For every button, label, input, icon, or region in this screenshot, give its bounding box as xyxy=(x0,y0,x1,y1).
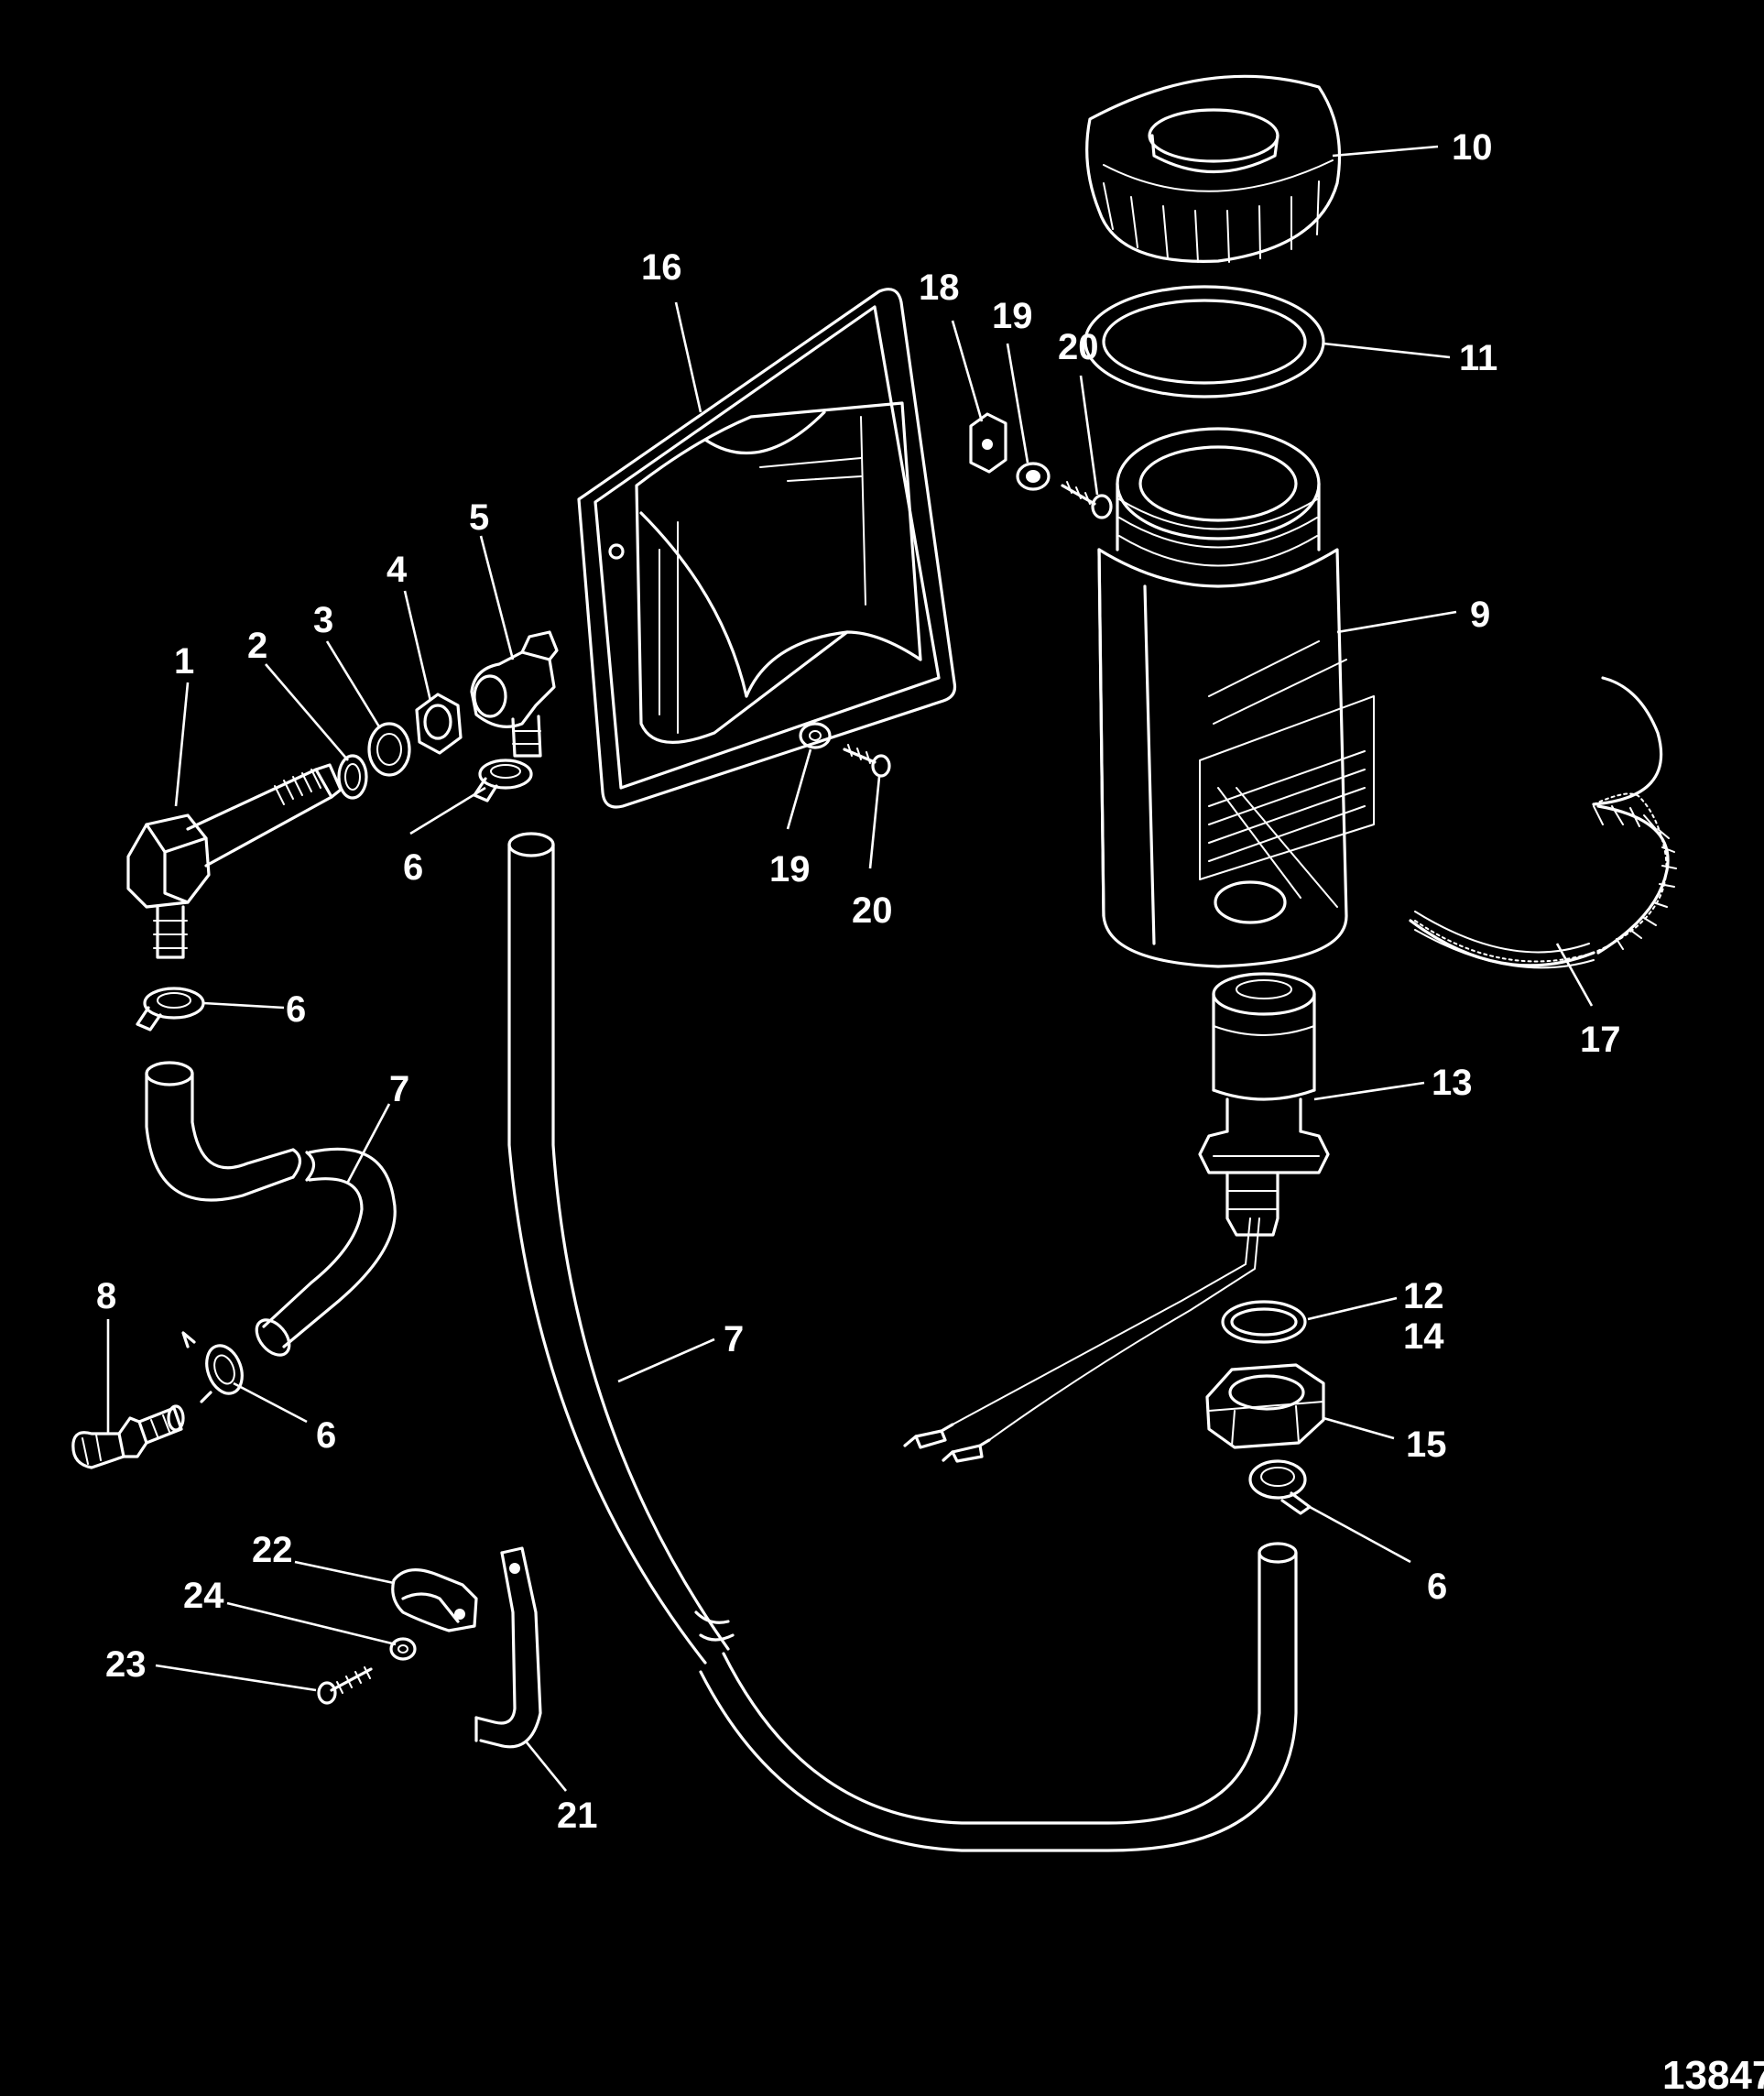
callout-6-right: 6 xyxy=(1427,1567,1447,1607)
hose-barb-fitting xyxy=(71,1404,185,1469)
callout-15: 15 xyxy=(1406,1425,1447,1465)
callout-6-upper: 6 xyxy=(403,847,423,888)
hose-clamp-lower-left xyxy=(181,1331,244,1403)
clamp-strap xyxy=(391,1568,478,1632)
callout-5: 5 xyxy=(469,497,489,538)
callout-12: 12 xyxy=(1403,1276,1444,1316)
callout-7-center: 7 xyxy=(724,1319,744,1359)
washer-2 xyxy=(337,754,368,800)
nut-4 xyxy=(415,693,463,755)
figure-number: 13847 xyxy=(1662,2053,1764,2096)
elbow-barb xyxy=(470,630,559,758)
screw-lower xyxy=(843,744,891,778)
nut-clip xyxy=(969,412,1007,474)
callout-20-upper: 20 xyxy=(1058,327,1099,367)
callout-13: 13 xyxy=(1432,1063,1473,1103)
callout-6-left: 6 xyxy=(286,989,306,1030)
callout-24: 24 xyxy=(183,1576,224,1616)
callout-6-lower-left: 6 xyxy=(316,1415,336,1456)
hose-clamp-left xyxy=(136,987,205,1032)
callout-17: 17 xyxy=(1580,1020,1621,1060)
hose-right-end xyxy=(699,1542,1298,1852)
callout-8: 8 xyxy=(96,1276,116,1316)
mounting-bracket xyxy=(577,288,957,809)
callout-10: 10 xyxy=(1452,127,1493,168)
hose-clamp-upper xyxy=(473,759,533,802)
elbow-fitting xyxy=(126,763,343,959)
callout-4: 4 xyxy=(387,550,408,590)
washer-24 xyxy=(389,1637,417,1661)
callout-19-upper: 19 xyxy=(992,296,1033,336)
reservoir-cap xyxy=(1085,74,1342,263)
j-clip xyxy=(474,1546,542,1749)
reservoir-bottle xyxy=(1097,427,1375,968)
coiled-spring-tube xyxy=(1409,676,1677,969)
callout-22: 22 xyxy=(252,1530,293,1570)
callout-18: 18 xyxy=(919,267,960,308)
hex-nut xyxy=(1205,1363,1325,1449)
level-switch xyxy=(903,972,1330,1463)
callout-3: 3 xyxy=(313,600,333,640)
callout-16: 16 xyxy=(641,247,682,288)
callout-2: 2 xyxy=(247,626,267,666)
callout-11: 11 xyxy=(1459,338,1497,378)
cap-seal xyxy=(1083,285,1325,398)
callout-1: 1 xyxy=(174,641,194,682)
callout-21: 21 xyxy=(557,1796,598,1836)
callout-20-lower: 20 xyxy=(852,890,893,931)
callout-23: 23 xyxy=(105,1644,147,1685)
callout-7-left: 7 xyxy=(389,1069,409,1109)
callout-14: 14 xyxy=(1403,1316,1444,1357)
washer-3 xyxy=(367,722,411,777)
long-hose xyxy=(507,832,735,1665)
o-ring xyxy=(1221,1300,1307,1344)
callout-numbers: 10 11 9 17 13 12 14 15 6 16 18 19 20 19 … xyxy=(96,127,1621,1836)
curved-hose xyxy=(145,1061,397,1357)
screw-23 xyxy=(317,1666,373,1705)
leader-lines xyxy=(106,145,1594,1792)
washer-lower xyxy=(799,722,832,749)
screw-upper xyxy=(1061,481,1113,519)
hose-clamp-right xyxy=(1248,1459,1312,1515)
callout-19-lower: 19 xyxy=(769,849,811,890)
callout-9: 9 xyxy=(1470,595,1490,635)
washer-upper xyxy=(1016,462,1051,491)
